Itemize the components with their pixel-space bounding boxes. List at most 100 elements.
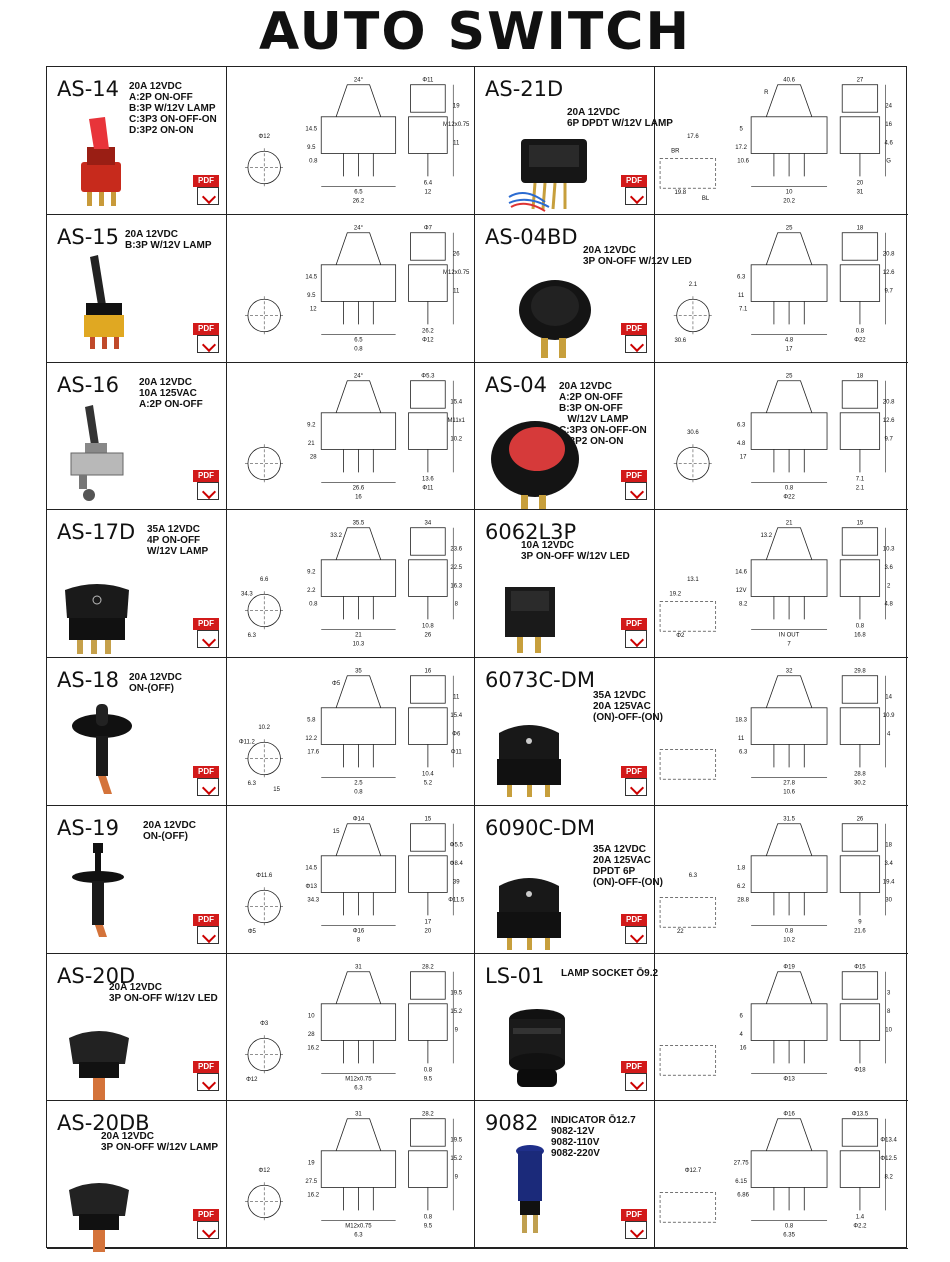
product-specs: LAMP SOCKET Ō9.2 [561,967,659,979]
product-code: AS-04BD [485,224,578,249]
dimension-label: 30.6 [674,338,686,344]
dimension-label: 18 [857,373,864,379]
dimension-label: 34.3 [307,897,319,903]
dimension-label: 10.6 [737,159,749,165]
dimension-label: 9.5 [424,1076,433,1082]
dimension-label: 10.2 [258,725,270,731]
dimension-label: 9.5 [307,145,316,151]
product-code: AS-04 [485,372,547,397]
dimension-label: 14.5 [305,127,317,133]
product-specs: INDICATOR Ō12.7 9082-12V 9082-110V 9082-… [551,1115,636,1160]
dimension-label: 17 [740,454,747,460]
pdf-document-icon [625,1073,647,1092]
dimension-label: 11 [453,140,460,146]
dimension-label: 7 [787,642,791,648]
dimension-label: 26 [453,251,460,257]
dimension-label: 15 [333,829,340,835]
pdf-download-button[interactable]: PDF [193,913,223,946]
dimension-label: 21 [786,521,793,527]
dimension-label: 6.5 [354,337,363,343]
dimension-label: 5 [739,127,743,133]
dimension-label: 33.2 [330,533,342,539]
pdf-download-button[interactable]: PDF [193,618,223,650]
dimension-label: 4.6 [884,140,893,146]
dimension-label: 20 [857,180,864,186]
pdf-download-button[interactable]: PDF [621,913,651,946]
dimension-label: 3.4 [884,861,893,867]
pdf-download-button[interactable]: PDF [193,322,223,355]
dimension-label: 26.2 [353,198,365,204]
pdf-document-icon [197,334,219,353]
dimension-label: 15.4 [450,399,462,405]
dimension-label: 21.6 [854,928,866,934]
pdf-download-button[interactable]: PDF [621,322,651,355]
pdf-download-button[interactable]: PDF [621,1061,651,1093]
dimension-label: 9.5 [307,293,316,299]
dimension-label: 2.1 [689,282,698,288]
pdf-download-button[interactable]: PDF [193,174,223,207]
dimension-label: 18.3 [735,718,747,724]
dimension-label: 6.6 [260,577,269,583]
pdf-download-button[interactable]: PDF [193,1061,223,1093]
dimension-label: Φ6 [452,731,461,737]
pdf-document-icon [625,334,647,353]
dimension-label: 9.7 [884,436,893,442]
dimension-label: 12.2 [305,736,317,742]
dimension-label: Φ12.5 [880,1156,897,1162]
pdf-label: PDF [621,322,647,335]
product-specs: 20A 12VDC 3P ON-OFF W/12V LAMP [101,1131,219,1154]
dimension-label: 16.2 [307,1045,319,1051]
dimension-label: 6.3 [354,1233,363,1239]
pdf-download-button[interactable]: PDF [193,1209,223,1241]
pdf-label: PDF [621,765,647,778]
dimension-label: 6.3 [737,422,746,428]
pdf-download-button[interactable]: PDF [621,174,651,207]
dimension-label: 12 [425,189,432,195]
dimension-label: 28.2 [422,1112,434,1118]
pdf-download-button[interactable]: PDF [621,470,651,502]
dimension-label: 28.2 [422,964,434,970]
product-photo [485,413,605,518]
pdf-document-icon [625,482,647,501]
pdf-download-button[interactable]: PDF [621,1209,651,1241]
pdf-download-button[interactable]: PDF [621,765,651,798]
product-photo [485,856,605,961]
product-photo [59,1004,179,1109]
pdf-download-button[interactable]: PDF [193,470,223,502]
product-photo [505,270,625,375]
dimension-label: Φ13 [783,1076,795,1082]
dimension-label: M11x1 [447,417,465,423]
dimension-label: M12x0.75 [345,1224,372,1230]
pdf-label: PDF [621,1209,647,1221]
product-photo [59,403,179,508]
dimension-label: 4.8 [884,602,893,608]
dimension-label: 6.2 [737,884,746,890]
product-code: 6073C-DM [485,668,595,692]
dimension-label: 6.3 [739,750,748,756]
dimension-label: 9.7 [884,288,893,294]
dimension-label: 10.9 [883,713,895,719]
dimension-label: 20.8 [883,399,895,405]
pdf-download-button[interactable]: PDF [621,618,651,650]
dimension-label: 27.8 [783,780,795,786]
dimension-label: 25 [786,373,793,379]
dimension-label: 10.3 [883,547,895,553]
product-code: 6090C-DM [485,815,595,840]
dimension-label: Φ16 [353,928,365,934]
pdf-download-button[interactable]: PDF [193,765,223,798]
dimension-label: Φ11 [422,485,434,491]
dimension-label: 7.1 [739,306,748,312]
dimension-label: G [886,159,891,165]
dimension-label: R [764,90,769,96]
dimension-label: 19 [453,104,460,110]
dimension-label: 10 [786,189,793,195]
product-code: AS-20D [57,963,136,988]
